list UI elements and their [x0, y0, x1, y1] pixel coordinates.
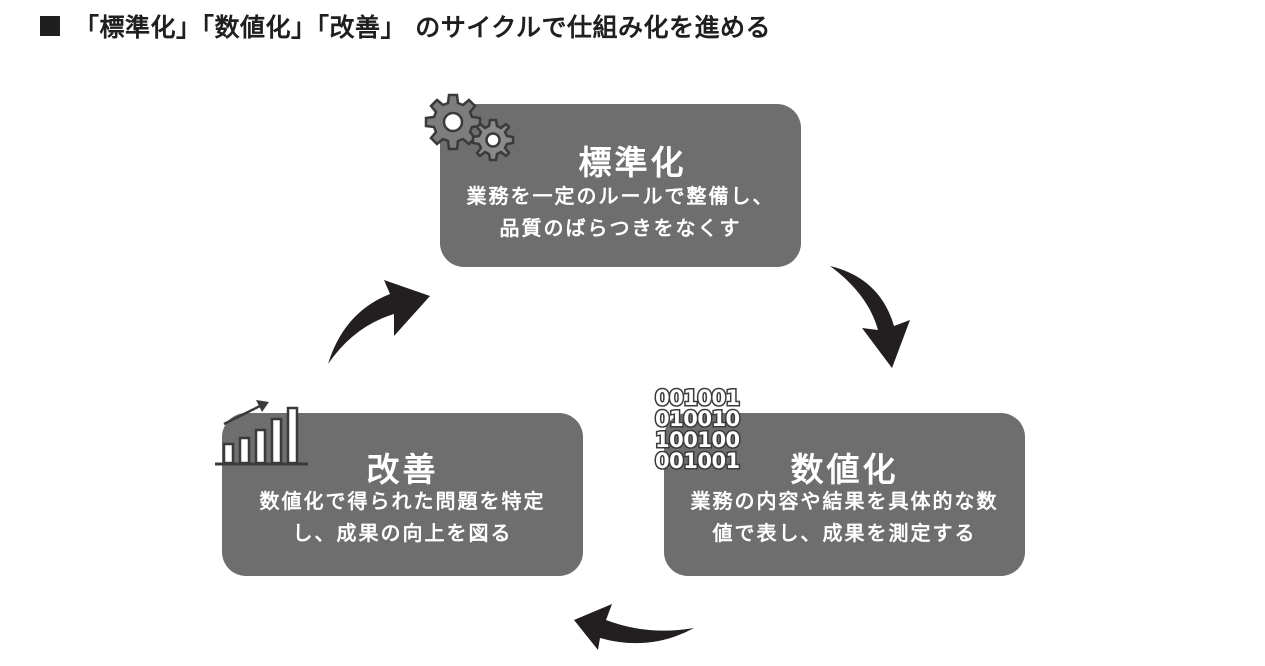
title-bullet-square	[40, 16, 60, 36]
large-gear-icon	[424, 93, 482, 151]
arrow-standardize-to-quantify-icon	[830, 266, 910, 368]
binary-line: 100100	[654, 428, 742, 452]
quantify-card: 数値化 業務の内容や結果を具体的な数 値で表し、成果を測定する	[664, 413, 1025, 576]
arrow-quantify-to-improve-icon	[574, 604, 694, 650]
binary-line: 001001	[654, 449, 742, 473]
standardize-title: 標準化	[578, 143, 687, 182]
small-gear-icon	[471, 118, 515, 162]
arrow-improve-to-standardize-icon	[328, 280, 430, 364]
growth-chart-icon	[215, 400, 308, 466]
quantify-description: 業務の内容や結果を具体的な数 値で表し、成果を測定する	[664, 485, 1025, 549]
page-title: 「標準化」「数値化」「改善」 のサイクルで仕組み化を進める	[40, 8, 771, 44]
gears-icon	[424, 93, 515, 162]
improve-description-line: 数値化で得られた問題を特定	[259, 489, 546, 513]
quantify-description-line: 値で表し、成果を測定する	[712, 521, 977, 545]
improve-title: 改善	[366, 450, 439, 489]
standardize-description-line: 業務を一定のルールで整備し、	[466, 184, 775, 208]
improve-description-line: し、成果の向上を図る	[292, 521, 513, 545]
binary-line: 010010	[654, 407, 742, 431]
improve-description: 数値化で得られた問題を特定 し、成果の向上を図る	[222, 485, 583, 549]
quantify-description-line: 業務の内容や結果を具体的な数	[690, 489, 999, 513]
binary-code-icon: 001001 010010 100100 001001	[654, 386, 742, 473]
quantify-title: 数値化	[790, 450, 899, 489]
standardize-description: 業務を一定のルールで整備し、 品質のばらつきをなくす	[440, 180, 801, 244]
page-title-text: 「標準化」「数値化」「改善」 のサイクルで仕組み化を進める	[74, 13, 771, 42]
standardize-description-line: 品質のばらつきをなくす	[499, 216, 742, 240]
standardize-card: 標準化 業務を一定のルールで整備し、 品質のばらつきをなくす	[440, 104, 801, 267]
binary-line: 001001	[654, 386, 742, 410]
